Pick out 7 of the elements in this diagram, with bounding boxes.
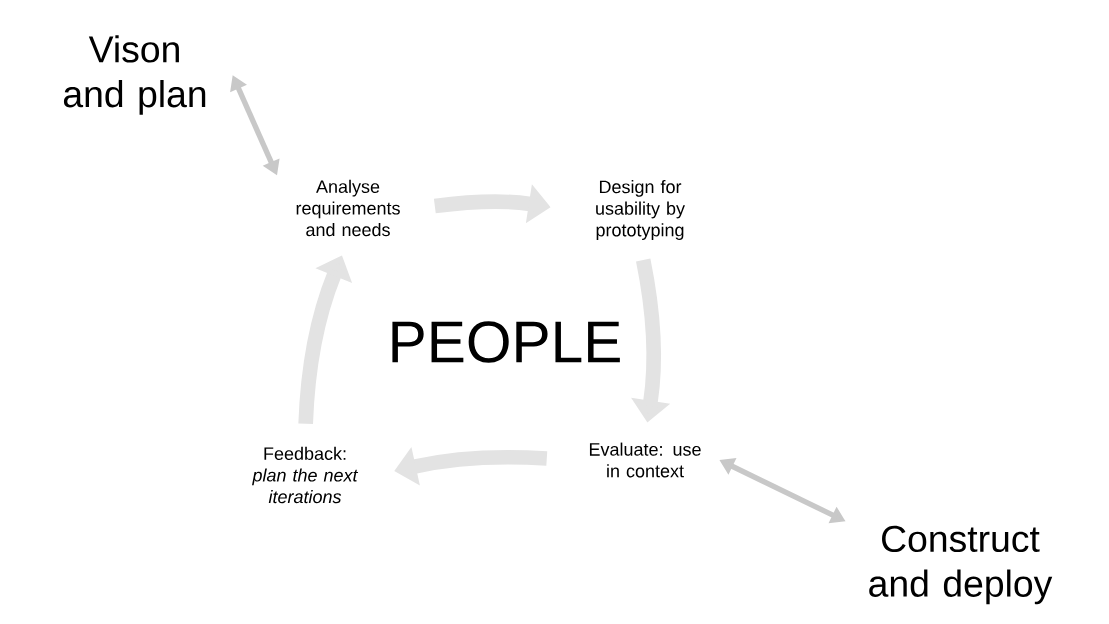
step-text: Analyse requirements and needs (296, 179, 400, 237)
heading-text: Vison and plan (63, 35, 206, 115)
step-text: Feedback: plan the next iterations (252, 446, 359, 504)
heading-text: Construct and deploy (869, 525, 1053, 605)
center-label: PEOPLE (392, 321, 620, 363)
step-text: Evaluate: use in context (589, 442, 701, 478)
step-text: Design for usability by prototyping (596, 180, 685, 240)
